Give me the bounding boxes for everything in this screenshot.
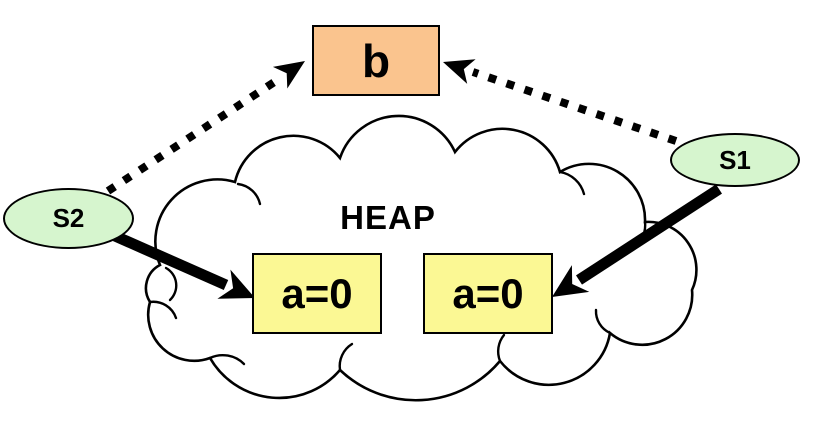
solid-arrow-s1-to-a-right bbox=[552, 184, 722, 297]
arrow-head bbox=[272, 61, 305, 89]
arrow-shaft bbox=[105, 75, 282, 195]
dashed-arrow-s1-to-b bbox=[443, 59, 678, 145]
cloud-curl bbox=[497, 333, 506, 363]
arrow-head bbox=[552, 265, 590, 297]
heap-label: HEAP bbox=[340, 199, 436, 236]
solid-arrow-s2-to-a-left bbox=[112, 230, 255, 299]
node-b: b bbox=[312, 25, 440, 96]
node-a-right-label: a=0 bbox=[452, 269, 524, 317]
arrow-head bbox=[443, 59, 476, 84]
node-b-label: b bbox=[361, 34, 391, 87]
node-a-right: a=0 bbox=[423, 253, 553, 334]
cloud-curl bbox=[338, 342, 354, 372]
arrow-shaft bbox=[576, 184, 722, 285]
node-s2-label: S2 bbox=[52, 203, 85, 233]
arrow-shaft bbox=[112, 230, 229, 291]
node-s2: S2 bbox=[3, 188, 134, 249]
arrow-head bbox=[217, 269, 255, 299]
node-s1: S1 bbox=[670, 133, 800, 187]
cloud-curl bbox=[236, 182, 262, 206]
node-a-left: a=0 bbox=[252, 253, 382, 334]
cloud-curl bbox=[594, 308, 612, 335]
cloud-curl bbox=[148, 300, 178, 320]
cloud-curl bbox=[208, 353, 246, 366]
cloud-curl bbox=[558, 170, 586, 196]
node-s1-label: S1 bbox=[719, 144, 751, 175]
dashed-arrow-s2-to-b bbox=[105, 61, 305, 195]
node-a-left-label: a=0 bbox=[281, 269, 353, 317]
cloud-curl bbox=[164, 266, 178, 302]
arrow-shaft bbox=[471, 68, 678, 145]
